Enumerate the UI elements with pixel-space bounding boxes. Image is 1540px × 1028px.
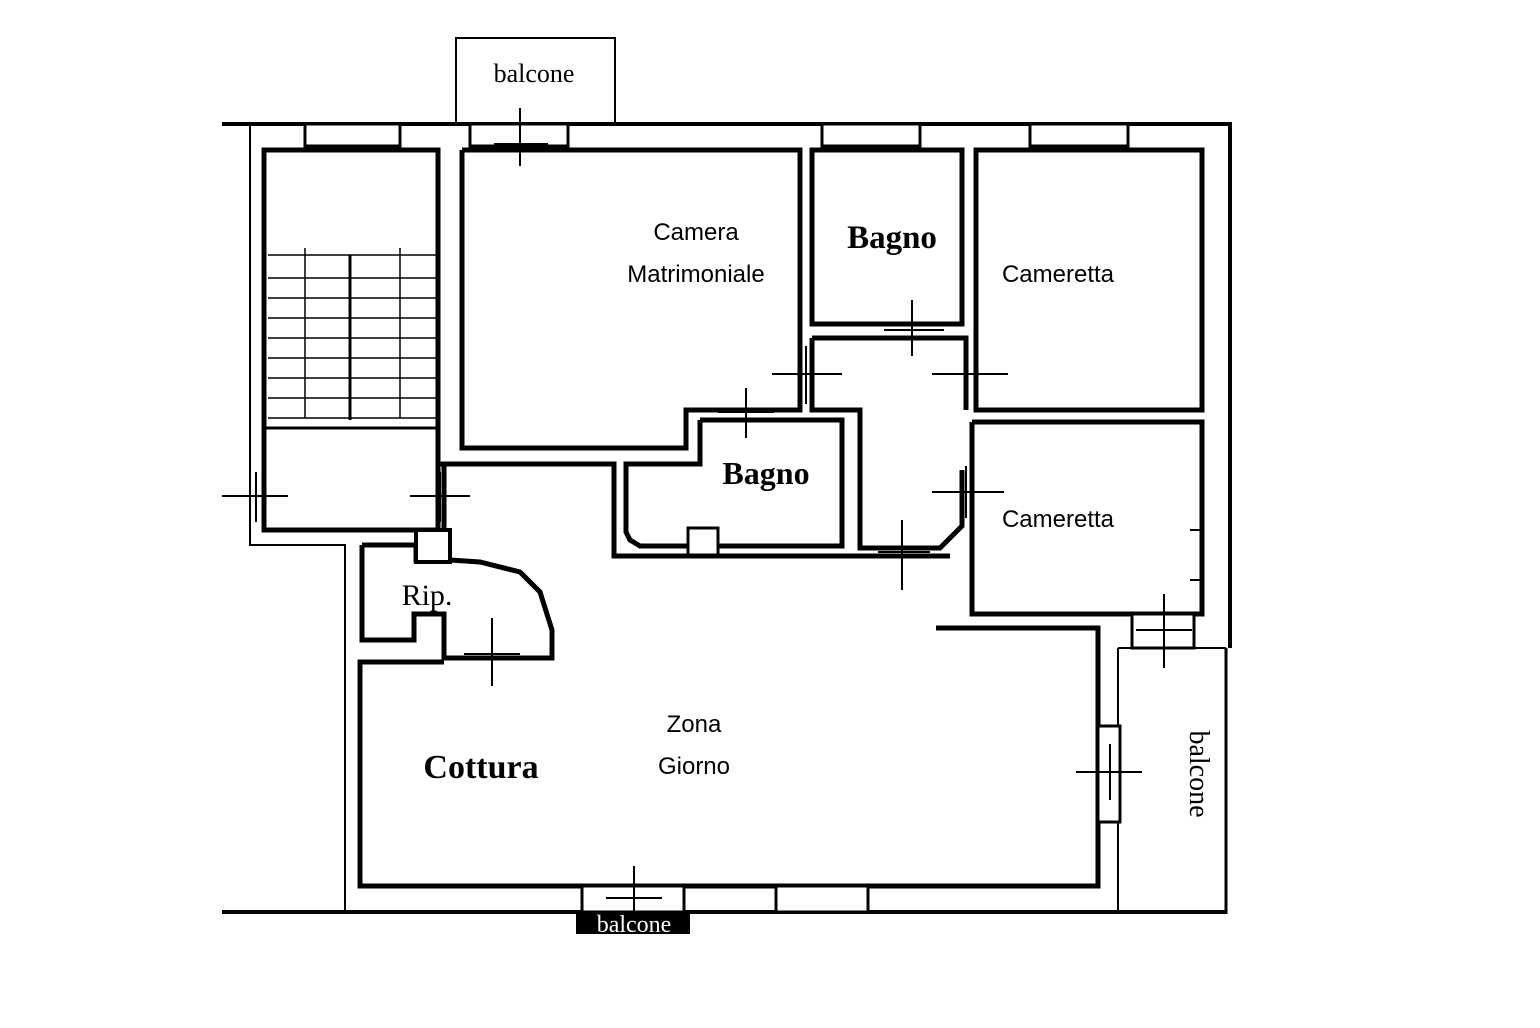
bottom-balcony-box bbox=[576, 912, 690, 934]
staircase bbox=[261, 147, 441, 533]
label-giorno: Giorno bbox=[658, 753, 730, 780]
corridor bbox=[809, 335, 969, 551]
room-camera-matrimoniale bbox=[459, 147, 803, 451]
label-balcone-top: balcone bbox=[494, 59, 575, 88]
room-cameretta-2 bbox=[969, 419, 1205, 617]
label-cameretta-2: Cameretta bbox=[1002, 506, 1115, 533]
label-cottura: Cottura bbox=[423, 749, 538, 786]
room-bagno-top bbox=[809, 147, 965, 327]
room-cameretta-1 bbox=[973, 147, 1205, 413]
label-balcone-right: balcone bbox=[1183, 730, 1214, 817]
label-bagno-top: Bagno bbox=[847, 220, 937, 256]
label-ripostiglio: Rip. bbox=[402, 579, 453, 612]
door-markers bbox=[222, 108, 1192, 930]
top-balcony bbox=[455, 37, 616, 122]
label-matrimoniale: Matrimoniale bbox=[627, 261, 764, 288]
living-zone-walls bbox=[357, 461, 1101, 889]
label-balcone-bottom: balcone bbox=[597, 912, 672, 938]
room-ripostiglio bbox=[359, 528, 555, 661]
label-cameretta-1: Cameretta bbox=[1002, 261, 1115, 288]
label-bagno-middle: Bagno bbox=[722, 455, 809, 491]
label-camera: Camera bbox=[653, 219, 739, 246]
label-zona: Zona bbox=[667, 711, 722, 738]
